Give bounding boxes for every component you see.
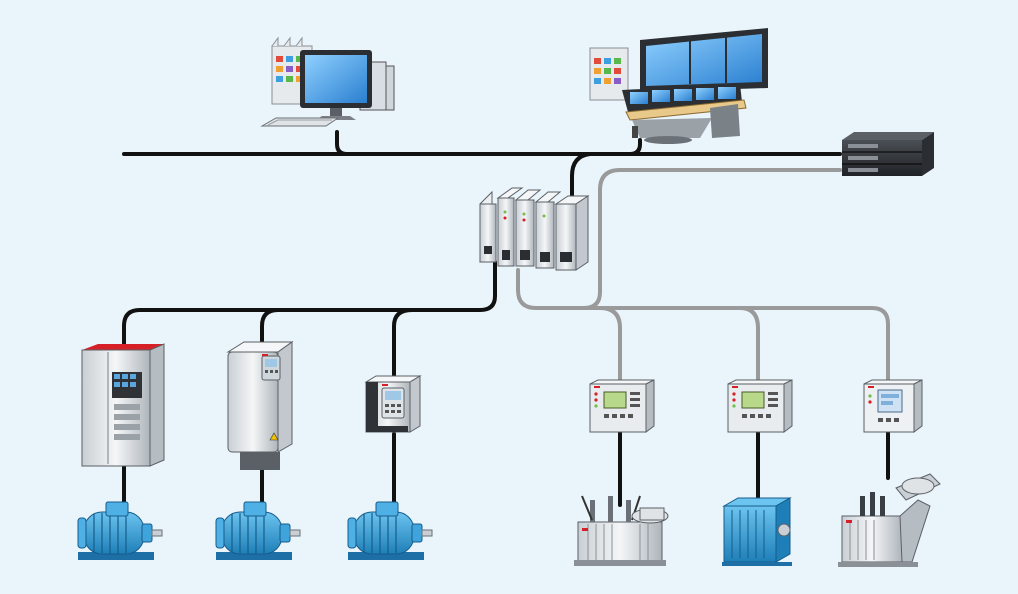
relay-drop-1 — [598, 306, 622, 384]
distribution-transformer-icon — [838, 473, 941, 567]
control-room-link-line — [628, 138, 642, 156]
desktop-workstation-icon — [260, 36, 395, 127]
relay-drop-2 — [738, 306, 760, 384]
motor-icon — [347, 501, 433, 560]
protection-relay-icon — [727, 379, 793, 433]
power-transformer-icon — [574, 495, 669, 566]
compact-drive-icon — [364, 375, 422, 433]
relay-bus-line — [534, 306, 890, 384]
drive-drop-3 — [392, 308, 414, 380]
protection-relay-icon — [863, 379, 923, 433]
switchgear-icon — [722, 497, 792, 566]
drive-drop-2 — [260, 308, 280, 344]
wall-mounted-drive-icon — [226, 341, 294, 470]
motor-icon — [77, 501, 163, 560]
modular-plc-controller-icon — [479, 187, 590, 271]
server-fieldbus-line — [516, 168, 842, 310]
drive-cabinet-icon — [81, 343, 165, 467]
drive-bus-line — [122, 260, 497, 350]
protection-relay-icon — [589, 379, 655, 433]
controller-uplink-line — [570, 152, 592, 198]
connection-lines — [122, 130, 890, 507]
motor-icon — [215, 501, 301, 560]
server-rack-icon — [842, 132, 934, 176]
workstation-link-line — [335, 130, 349, 156]
control-room-console-icon — [589, 28, 768, 144]
